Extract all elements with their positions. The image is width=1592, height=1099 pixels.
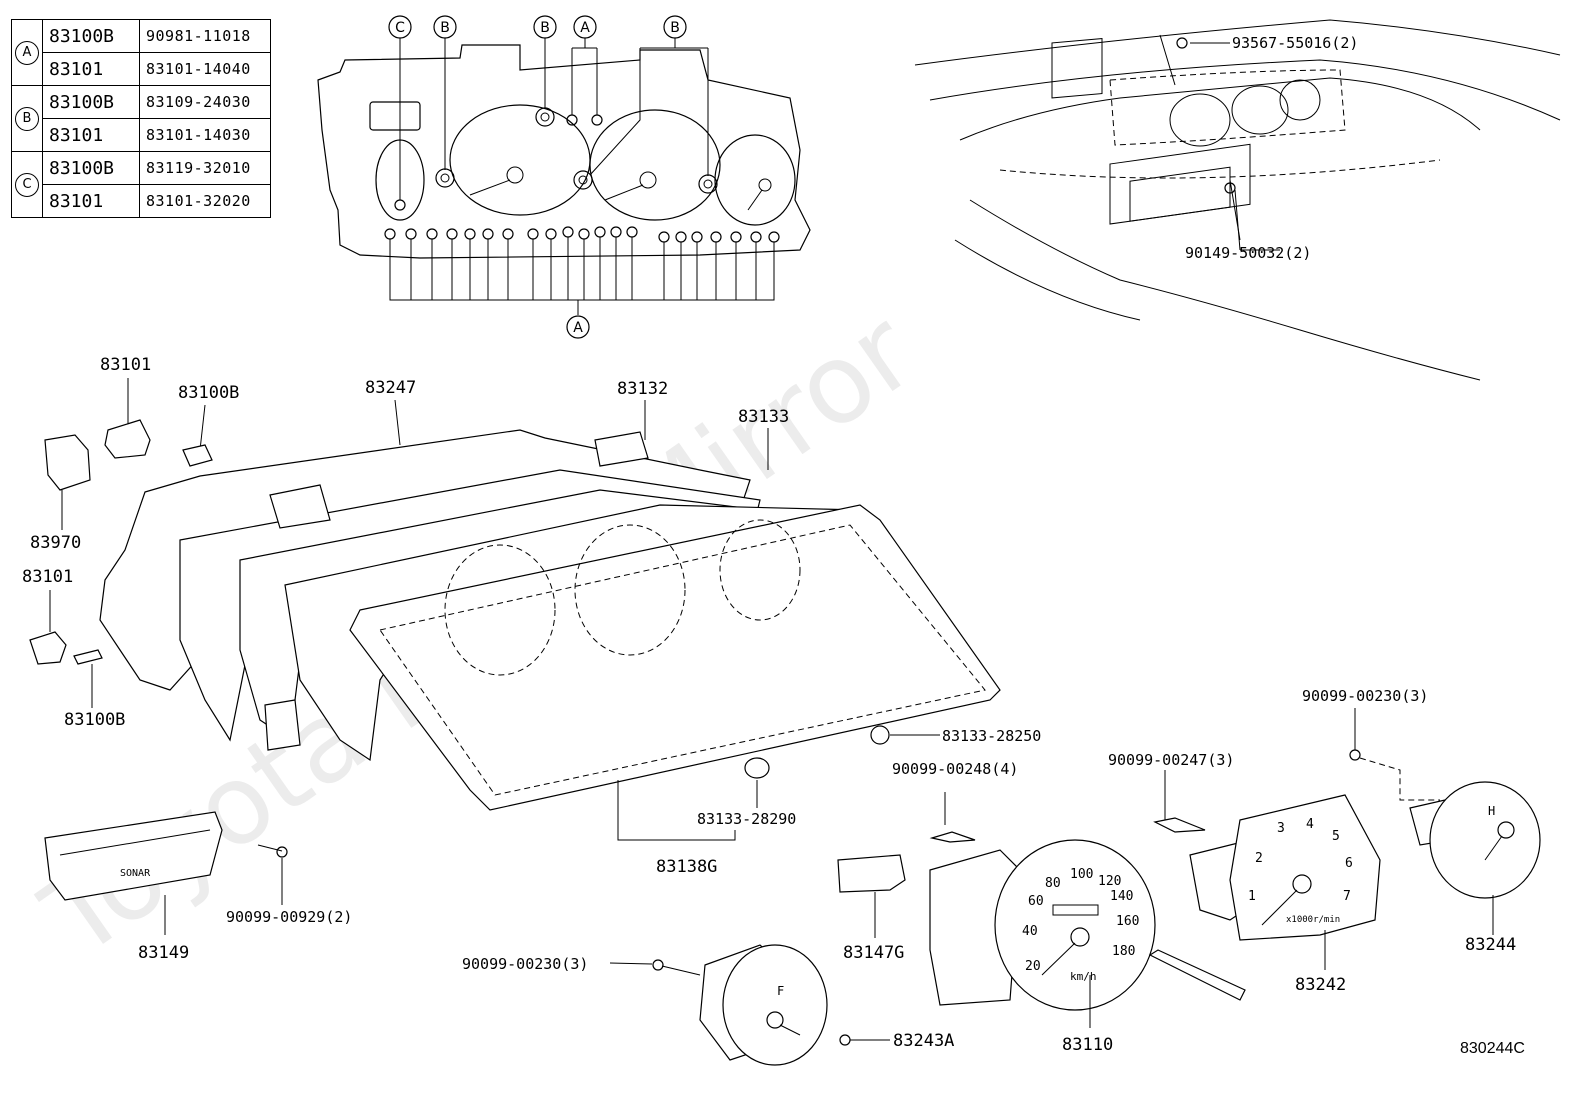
callout-90099-00230-left[interactable]: 90099-00230(3) — [462, 955, 588, 973]
svg-text:A: A — [573, 320, 583, 336]
callout-90099-00230-right[interactable]: 90099-00230(3) — [1302, 687, 1428, 705]
ref-row-a2: 83101 83101-14040 — [12, 52, 271, 86]
callout-90099-00248[interactable]: 90099-00248(4) — [892, 760, 1018, 778]
clip-part — [264, 699, 301, 751]
meter-glass — [349, 504, 1001, 811]
reference-table: A 83100B 90981-11018 83101 83101-14040 B… — [11, 19, 271, 218]
indicator-block: 83147G — [837, 854, 906, 963]
callout-83101-top[interactable]: 83101 — [100, 355, 151, 375]
ref-row-c1: C 83100B 83119-32010 — [11, 151, 271, 218]
bottom-socket-row — [384, 226, 780, 243]
dashboard-view: 93567-55016(2) 90149-50032(2) — [914, 19, 1561, 381]
callout-83133[interactable]: 83133 — [738, 407, 789, 427]
clip-part — [269, 484, 331, 529]
temp-gauge: 90099-00230(3) H 83244 — [1302, 687, 1541, 955]
callout-83138G[interactable]: 83138G — [656, 857, 717, 877]
svg-text:B: B — [540, 20, 550, 36]
ref-code: 83101 — [42, 52, 140, 86]
callout-90149-50032[interactable]: 90149-50032(2) — [1185, 244, 1311, 262]
svg-text:7: 7 — [1343, 889, 1351, 904]
sonar-label: SONAR — [120, 868, 151, 879]
callout-90099-00929[interactable]: 90099-00929(2) — [226, 908, 352, 926]
svg-text:km/h: km/h — [1070, 970, 1097, 983]
svg-text:160: 160 — [1116, 914, 1139, 929]
ref-part-number[interactable]: 83119-32010 — [139, 151, 271, 185]
ref-part-number[interactable]: 83101-14030 — [139, 118, 271, 152]
callout-83244[interactable]: 83244 — [1465, 935, 1516, 955]
callout-83133-28250[interactable]: 83133-28250 — [942, 727, 1041, 745]
socket-part — [104, 419, 151, 459]
ref-row-b1: B 83100B 83109-24030 — [11, 85, 271, 152]
ref-letter-a: A — [11, 19, 43, 86]
callout-83970[interactable]: 83970 — [30, 533, 81, 553]
callout-83149[interactable]: 83149 — [138, 943, 189, 963]
clip-part — [594, 431, 649, 467]
svg-text:1: 1 — [1248, 889, 1256, 904]
ref-code: 83100B — [42, 85, 140, 119]
ref-part-number[interactable]: 83101-32020 — [139, 184, 271, 218]
knob-part — [744, 757, 770, 779]
ref-part-number[interactable]: 83109-24030 — [139, 85, 271, 119]
fuel-gauge: F 90099-00230(3) 83243A — [462, 944, 954, 1066]
ref-code: 83100B — [42, 151, 140, 185]
callout-83100B-top[interactable]: 83100B — [178, 383, 239, 403]
temp-h-label: H — [1488, 804, 1495, 818]
bulb-part — [182, 444, 213, 467]
svg-text:20: 20 — [1025, 959, 1041, 974]
svg-text:5: 5 — [1332, 829, 1340, 844]
svg-text:C: C — [395, 20, 405, 36]
callout-83243A[interactable]: 83243A — [893, 1031, 954, 1051]
svg-text:140: 140 — [1110, 889, 1133, 904]
socket-part — [29, 631, 67, 665]
circuit-board-schematic: C B B A B A — [317, 15, 811, 339]
callout-83242[interactable]: 83242 — [1295, 975, 1346, 995]
svg-text:180: 180 — [1112, 944, 1135, 959]
socket-part — [44, 434, 91, 491]
svg-text:3: 3 — [1277, 821, 1285, 836]
callout-83247[interactable]: 83247 — [365, 378, 416, 398]
bulb-part — [73, 649, 103, 665]
svg-text:B: B — [670, 20, 680, 36]
speedo-scale: 20 40 60 80 100 120 140 160 180 km/h — [1022, 867, 1139, 983]
callout-83100B-mid[interactable]: 83100B — [64, 710, 125, 730]
schematic-letters: C B B A B A — [388, 15, 687, 339]
svg-text:40: 40 — [1022, 924, 1038, 939]
callout-90099-00247[interactable]: 90099-00247(3) — [1108, 751, 1234, 769]
callout-83147G[interactable]: 83147G — [843, 943, 904, 963]
knob-part — [870, 725, 890, 745]
svg-text:x1000r/min: x1000r/min — [1286, 915, 1340, 925]
callout-93567-55016[interactable]: 93567-55016(2) — [1232, 34, 1358, 52]
ref-code: 83100B — [42, 19, 140, 53]
svg-text:80: 80 — [1045, 876, 1061, 891]
sonar-unit: SONAR 83149 90099-00929(2) — [44, 811, 352, 963]
callout-83133-28290[interactable]: 83133-28290 — [697, 810, 796, 828]
ref-code: 83101 — [42, 184, 140, 218]
ref-part-number[interactable]: 83101-14040 — [139, 52, 271, 86]
svg-text:6: 6 — [1345, 856, 1353, 871]
svg-text:60: 60 — [1028, 894, 1044, 909]
ref-row-c2: 83101 83101-32020 — [12, 184, 271, 218]
fuel-f-label: F — [777, 984, 784, 998]
speedometer: 90099-00248(4) 20 40 60 80 100 120 140 1… — [892, 760, 1246, 1055]
callout-83101-mid[interactable]: 83101 — [22, 567, 73, 587]
callout-83110[interactable]: 83110 — [1062, 1035, 1113, 1055]
svg-text:4: 4 — [1306, 817, 1314, 832]
diagram-code: 830244C — [1460, 1040, 1525, 1057]
svg-text:2: 2 — [1255, 851, 1263, 866]
cluster-assembly: 83247 83132 83133 83133-28250 83133-2829… — [99, 378, 1041, 877]
svg-text:120: 120 — [1098, 874, 1121, 889]
tachometer: 90099-00247(3) 1 2 3 4 5 6 7 x1000r/min … — [1108, 751, 1381, 995]
bulb-socket-parts: 83101 83100B 83970 83101 83100B — [22, 355, 239, 730]
ref-row-a1: A 83100B 90981-11018 — [11, 19, 271, 86]
tacho-scale: 1 2 3 4 5 6 7 x1000r/min — [1248, 817, 1353, 925]
ref-code: 83101 — [42, 118, 140, 152]
ref-row-b2: 83101 83101-14030 — [12, 118, 271, 152]
svg-text:100: 100 — [1070, 867, 1093, 882]
svg-text:A: A — [580, 20, 590, 36]
svg-text:B: B — [440, 20, 450, 36]
callout-83132[interactable]: 83132 — [617, 379, 668, 399]
socket-row — [394, 107, 718, 211]
